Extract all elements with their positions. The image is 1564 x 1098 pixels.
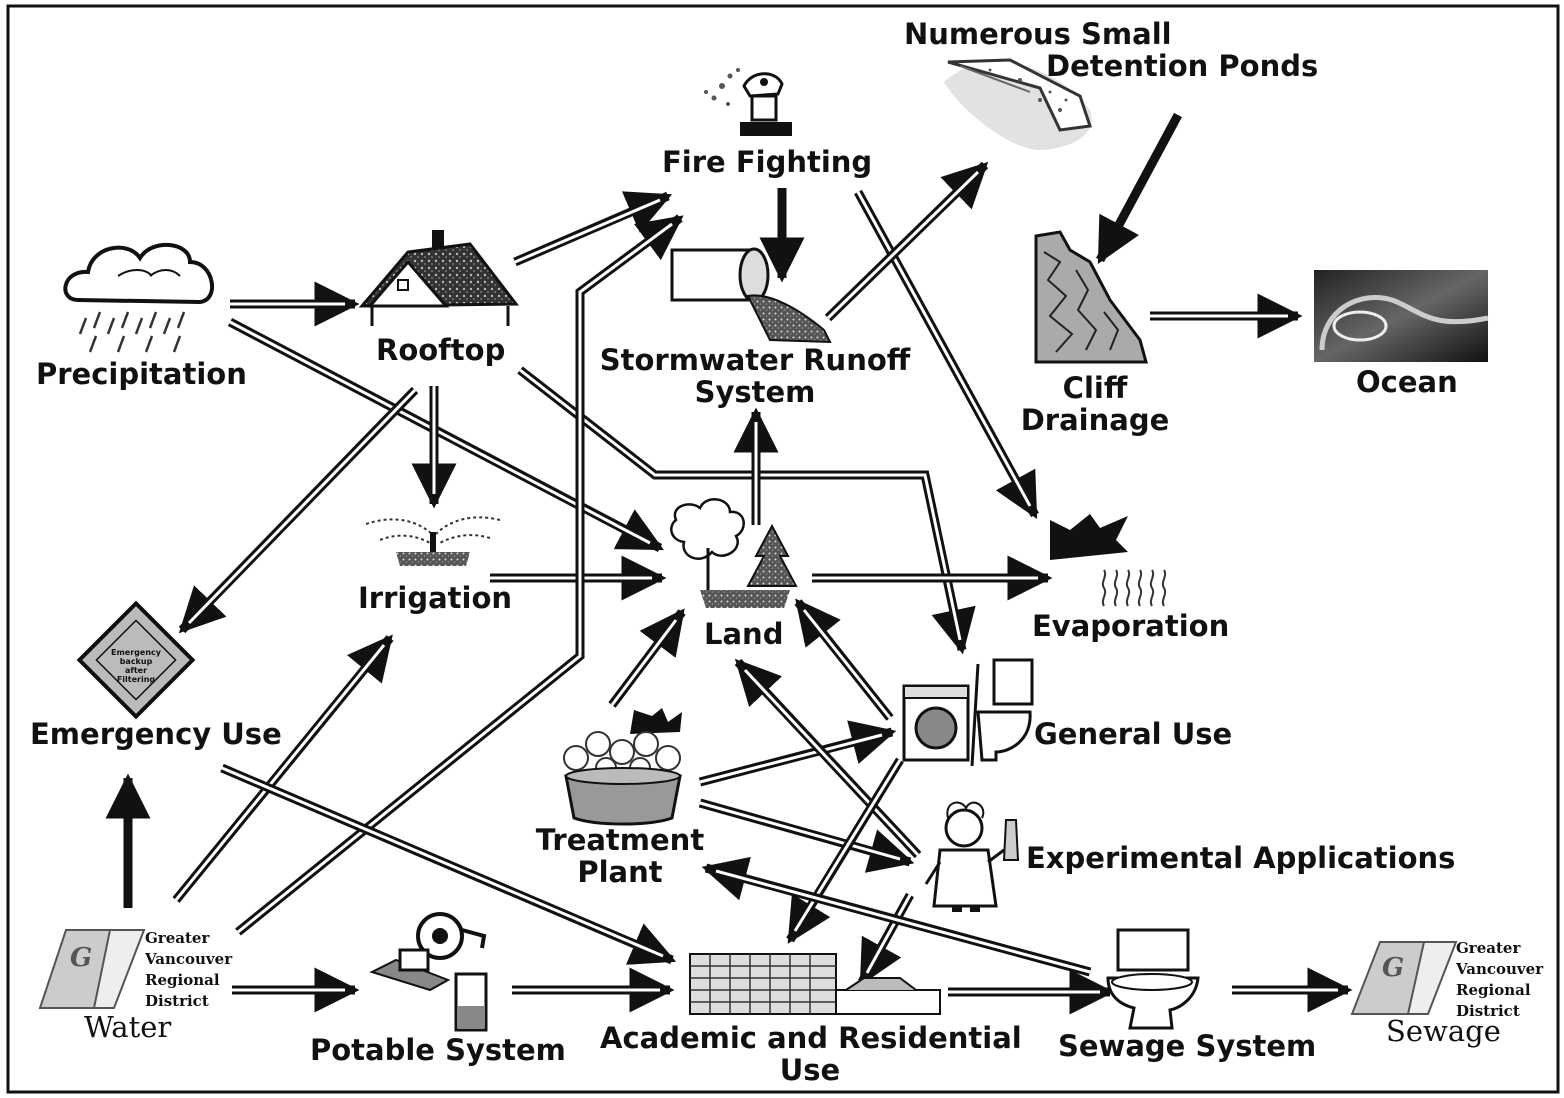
emergency-use-label: Emergency Use <box>30 717 282 751</box>
gvrd-water-line: Greater <box>145 929 210 947</box>
stormwater-label-line2: System <box>694 375 816 409</box>
flow-arrows <box>105 112 1353 1015</box>
fire-fighting-label: Fire Fighting <box>662 145 873 179</box>
planter-icon <box>563 708 682 826</box>
house-icon <box>358 230 520 326</box>
arrow-rooftop-firefighting <box>513 191 673 267</box>
evaporation-label: Evaporation <box>1032 609 1230 643</box>
toilet-icon <box>1106 928 1200 1030</box>
buildings-icon <box>689 953 941 1015</box>
arrow-experimental-land <box>734 658 922 859</box>
arrow-firefighting-evaporation <box>854 189 1039 519</box>
arrow-ponds-cliff <box>1096 112 1182 264</box>
water-caption: Water <box>84 1010 172 1044</box>
arrow-water-firefighting <box>235 214 684 936</box>
cliff-drainage-label-line1: Cliff <box>1062 371 1128 405</box>
sewage-caption: Sewage <box>1386 1014 1501 1048</box>
emergency-sign-text: Emergency backup after Filtering <box>108 648 164 684</box>
gvrd-sewage-line: Regional <box>1456 981 1531 999</box>
irrigation-label: Irrigation <box>358 581 513 615</box>
arrow-treatment-land <box>608 608 686 708</box>
diamond-sign-icon <box>76 600 196 720</box>
gvrd-water-line: Vancouver <box>145 950 233 968</box>
arrow-generaluse-land <box>794 598 894 721</box>
arrow-emergency-academic <box>220 763 677 965</box>
fire-hydrant-icon <box>704 68 792 136</box>
scientist-icon <box>924 801 1020 912</box>
gvrd-sewage-line: District <box>1456 1002 1520 1020</box>
emergency-sign-line: backup after <box>119 657 153 675</box>
arrow-water-irrigation <box>172 634 394 903</box>
rooftop-label: Rooftop <box>376 333 506 367</box>
academic-residential-label-line2: Use <box>779 1053 841 1087</box>
emergency-sign-line: Filtering <box>116 675 156 684</box>
sewage-system-label: Sewage System <box>1058 1029 1317 1063</box>
detention-ponds-label-line1: Numerous Small <box>904 17 1172 51</box>
arrow-sewage-treatment <box>701 856 1092 977</box>
sprinkler-icon <box>365 516 501 566</box>
trees-icon <box>670 498 798 608</box>
gvrd-water-line: District <box>145 992 209 1010</box>
gvrd-logo-icon: G G <box>38 929 1458 1015</box>
gvrd-water-text: Greater Vancouver Regional District <box>145 928 232 1012</box>
academic-residential-label-line1: Academic and Residential <box>600 1021 1022 1055</box>
gvrd-water-line: Regional <box>145 971 220 989</box>
arrow-stormwater-ponds <box>824 161 989 322</box>
gvrd-sewage-line: Vancouver <box>1456 960 1544 978</box>
precipitation-label: Precipitation <box>36 357 247 391</box>
gvrd-sewage-line: Greater <box>1456 939 1521 957</box>
arrow-generaluse-academic <box>786 757 904 944</box>
emergency-sign-line: Emergency <box>111 648 161 657</box>
land-label: Land <box>704 617 784 651</box>
pipe-icon <box>670 247 832 344</box>
arrow-rooftop-emergency <box>178 386 419 634</box>
arrow-rooftop-generaluse <box>517 366 976 655</box>
wave-icon <box>1314 270 1489 362</box>
cliff-icon <box>1034 230 1148 364</box>
potable-system-label: Potable System <box>310 1033 566 1067</box>
svg-text:G: G <box>70 943 92 973</box>
stormwater-label-line1: Stormwater Runoff <box>599 343 911 377</box>
experimental-applications-label: Experimental Applications <box>1026 841 1456 875</box>
arrow-treatment-experimental <box>698 798 915 873</box>
ocean-label: Ocean <box>1356 365 1458 399</box>
detention-ponds-label-line2: Detention Ponds <box>1046 49 1319 83</box>
ponds-icon <box>944 58 1092 150</box>
pump-icon <box>369 912 488 1032</box>
arrow-treatment-generaluse <box>698 720 897 787</box>
sun-icon <box>1050 514 1167 607</box>
general-use-label: General Use <box>1034 717 1233 751</box>
arrow-experimental-academic <box>858 892 914 986</box>
cloud-rain-icon <box>63 243 215 353</box>
appliances-icon <box>902 658 1034 767</box>
svg-text:G: G <box>1382 953 1404 983</box>
treatment-plant-label-line1: Treatment <box>535 823 705 857</box>
gvrd-sewage-text: Greater Vancouver Regional District <box>1456 938 1543 1022</box>
treatment-plant-label-line2: Plant <box>577 855 663 889</box>
cliff-drainage-label-line2: Drainage <box>1020 403 1170 437</box>
diagram-border <box>6 4 1560 1094</box>
